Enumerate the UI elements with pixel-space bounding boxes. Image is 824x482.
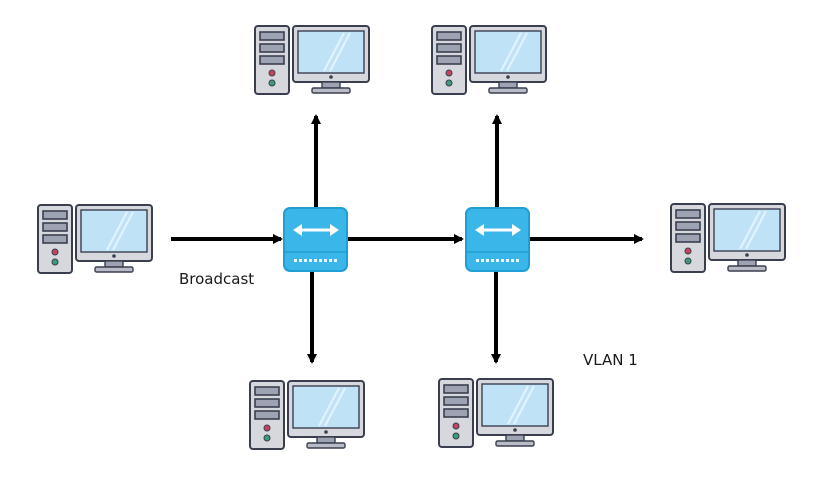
pc-bottom-1-icon [249,380,365,450]
pc-bottom-2-icon [438,378,554,448]
broadcast-label: Broadcast [179,270,255,288]
pc-left-icon [37,204,153,274]
vlan-label: VLAN 1 [583,351,638,369]
switch-2-icon [464,206,531,273]
pc-top-2-icon [431,25,547,95]
switch-1-icon [282,206,349,273]
pc-right-icon [670,203,786,273]
pc-top-1-icon [254,25,370,95]
